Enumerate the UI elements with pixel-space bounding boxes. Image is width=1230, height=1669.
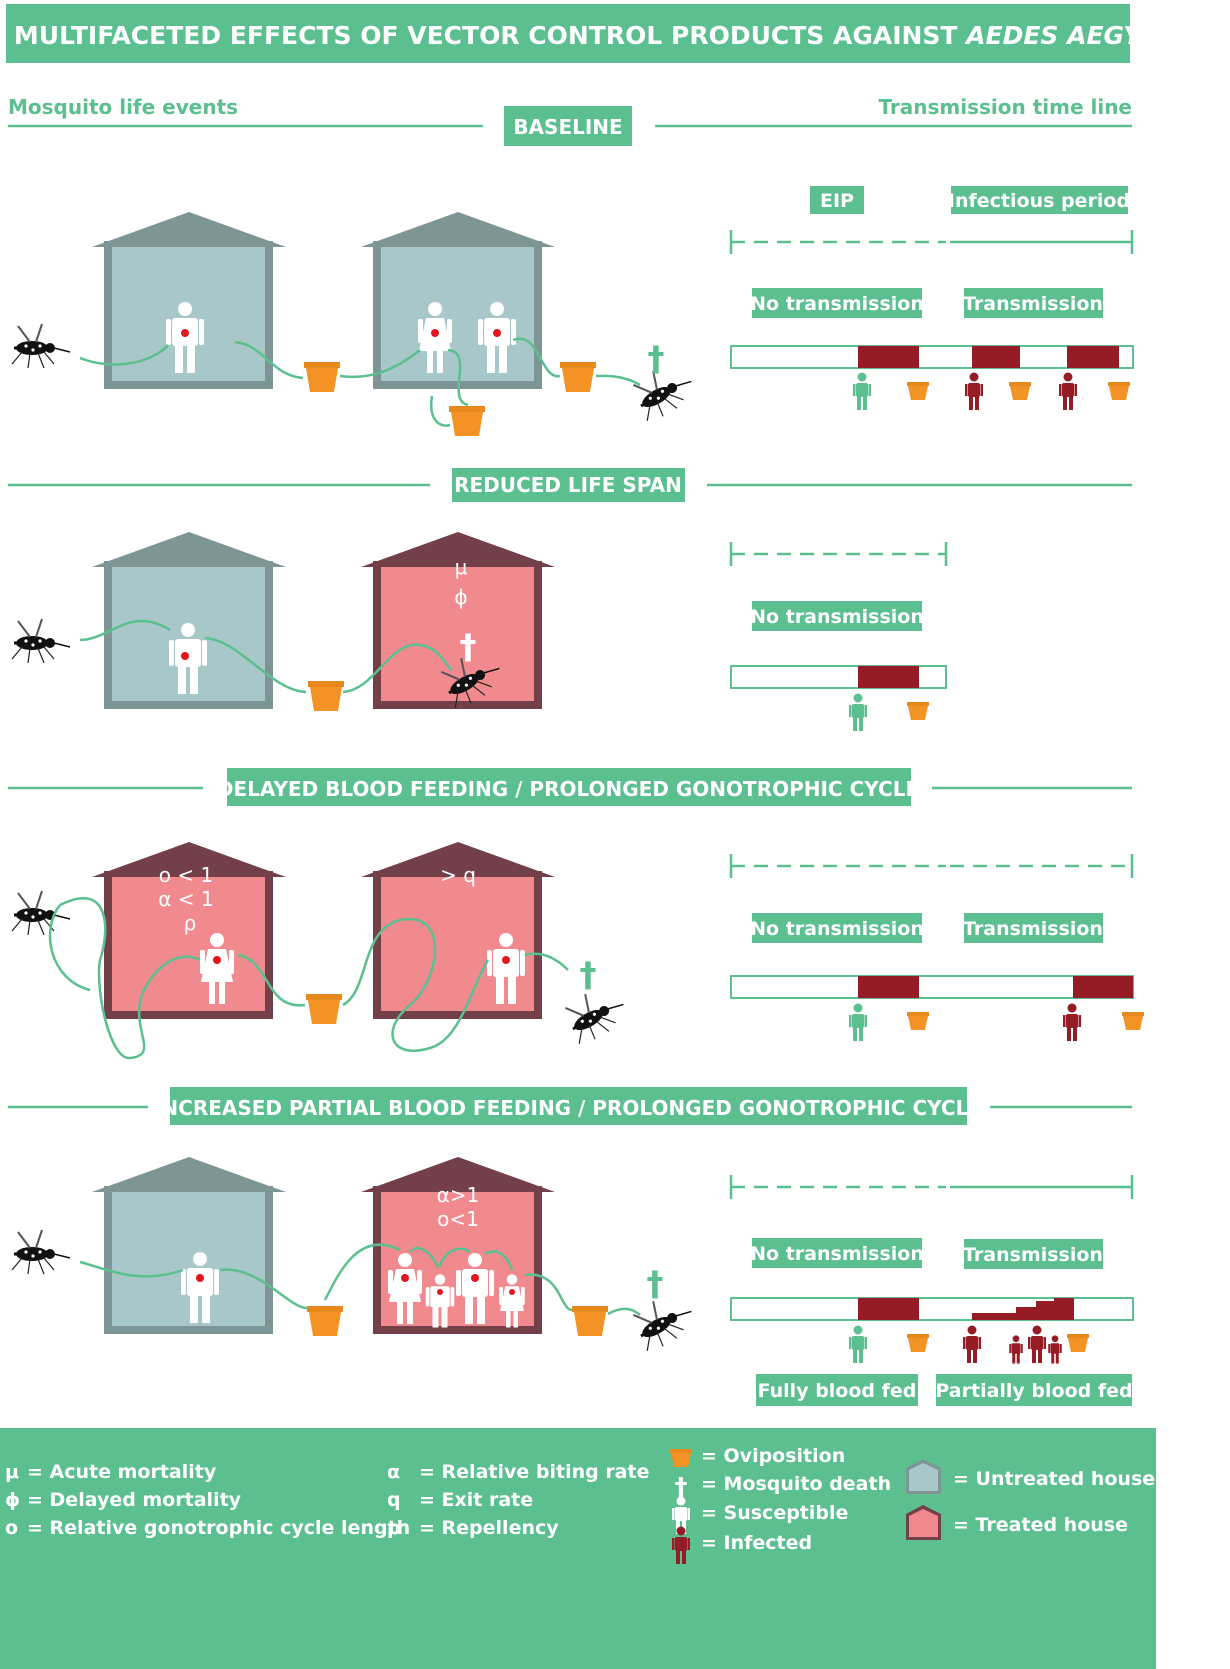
symbol-q-label: > q [440, 863, 476, 887]
mosquito-icon [10, 322, 72, 370]
baseline-header [504, 106, 632, 146]
no-transmission-label: No transmission [750, 1243, 924, 1265]
transmission-label: Transmission [963, 293, 1103, 315]
mosquito-icon [10, 617, 72, 665]
legend-gonotrophic-cycle: = Relative gonotrophic cycle length [27, 1517, 410, 1539]
legend-mosquito-death: = Mosquito death [701, 1473, 891, 1495]
phi-symbol: ϕ [454, 585, 467, 609]
no-transmission-label: No transmission [750, 293, 924, 315]
death-cross-icon: † [675, 1473, 688, 1503]
partial-feeding-label: INCREASED PARTIAL BLOOD FEEDING / PROLON… [154, 1096, 982, 1120]
legend-o-symbol: o [5, 1517, 18, 1539]
legend-treated-house: = Treated house [953, 1514, 1128, 1536]
reduced-life-span-label: REDUCED LIFE SPAN [454, 473, 682, 497]
legend-untreated-house: = Untreated house [953, 1468, 1155, 1490]
death-cross-icon: † [460, 627, 477, 667]
right-column-header: Transmission time line [878, 95, 1132, 119]
baseline-label: BASELINE [513, 115, 622, 139]
legend-repellency: = Repellency [419, 1517, 559, 1539]
legend-infected: = Infected [701, 1532, 812, 1554]
symbol-o-label: o<1 [437, 1207, 479, 1231]
transmission-label: Transmission [963, 1244, 1103, 1266]
symbol-alpha-label: α < 1 [158, 887, 213, 911]
reduced-life-span-header [452, 468, 685, 502]
legend-q-symbol: q [387, 1489, 401, 1511]
mu-symbol: μ [455, 555, 468, 579]
legend-exit-rate: = Exit rate [419, 1489, 533, 1511]
legend-alpha-symbol: α [387, 1461, 400, 1483]
legend-susceptible: = Susceptible [701, 1502, 848, 1524]
symbol-rho-label: ρ [184, 911, 197, 935]
legend-panel [0, 1428, 1156, 1669]
mosquito-icon [10, 1228, 72, 1276]
partial-feeding-header [170, 1087, 967, 1125]
transmission-label: Transmission [963, 918, 1103, 940]
legend-delayed-mortality: = Delayed mortality [27, 1489, 242, 1511]
delayed-feeding-header [227, 768, 911, 806]
death-cross-icon: † [648, 339, 665, 379]
legend-rho-symbol: ρ [387, 1517, 401, 1539]
infectious-period-label: Infectious period [948, 190, 1130, 212]
treated-house-icon [906, 1505, 941, 1540]
death-cross-icon: † [647, 1264, 664, 1304]
untreated-house [92, 1157, 286, 1334]
partially-blood-fed-label: Partially blood fed [935, 1380, 1132, 1402]
untreated-house [361, 212, 555, 389]
fully-blood-fed-label: Fully blood fed [758, 1380, 917, 1402]
legend-oviposition: = Oviposition [701, 1445, 845, 1467]
title-banner [6, 4, 1130, 63]
title-text: THE MULTIFACETED EFFECTS OF VECTOR CONTR… [0, 21, 1186, 50]
eip-label: EIP [820, 190, 854, 212]
legend-biting-rate: = Relative biting rate [419, 1461, 649, 1483]
symbol-alpha-label: α>1 [437, 1183, 480, 1207]
no-transmission-label: No transmission [750, 918, 924, 940]
delayed-feeding-label: DELAYED BLOOD FEEDING / PROLONGED GONOTR… [217, 777, 919, 801]
no-transmission-label: No transmission [750, 606, 924, 628]
untreated-house-icon [906, 1459, 941, 1494]
untreated-house [92, 532, 286, 709]
left-column-header: Mosquito life events [8, 95, 238, 119]
legend-phi-symbol: ϕ [5, 1489, 20, 1511]
legend-mu-symbol: μ [5, 1461, 19, 1483]
mosquito-icon [10, 889, 72, 937]
legend-acute-mortality: = Acute mortality [27, 1461, 217, 1483]
symbol-o-label: o < 1 [159, 863, 213, 887]
death-cross-icon: † [580, 955, 597, 995]
treated-house [92, 842, 286, 1019]
